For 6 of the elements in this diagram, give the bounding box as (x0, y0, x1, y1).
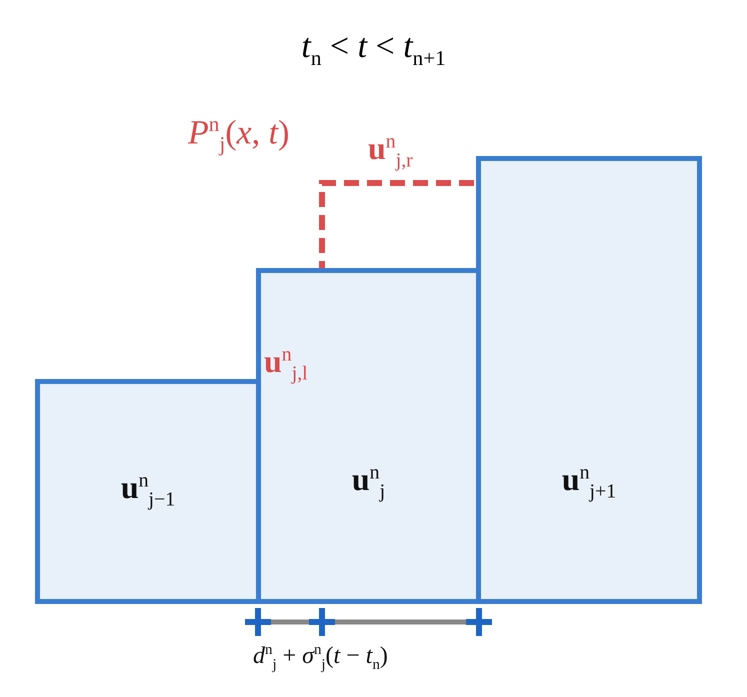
time-interval-title: t$_{n}$ < t < t$_{n+1}$ (300, 28, 447, 71)
interval-length-label: d$^{n}$$_{j}$ + σ$^{n}$$_{j}$(t − t$_{n}$) (253, 642, 388, 674)
cell-average-cell (35, 379, 256, 604)
cell-average-cell (476, 156, 702, 604)
function-label: P$^{n}$$_{j}$(x, t) (188, 112, 290, 158)
cell-average-cell (256, 268, 476, 604)
